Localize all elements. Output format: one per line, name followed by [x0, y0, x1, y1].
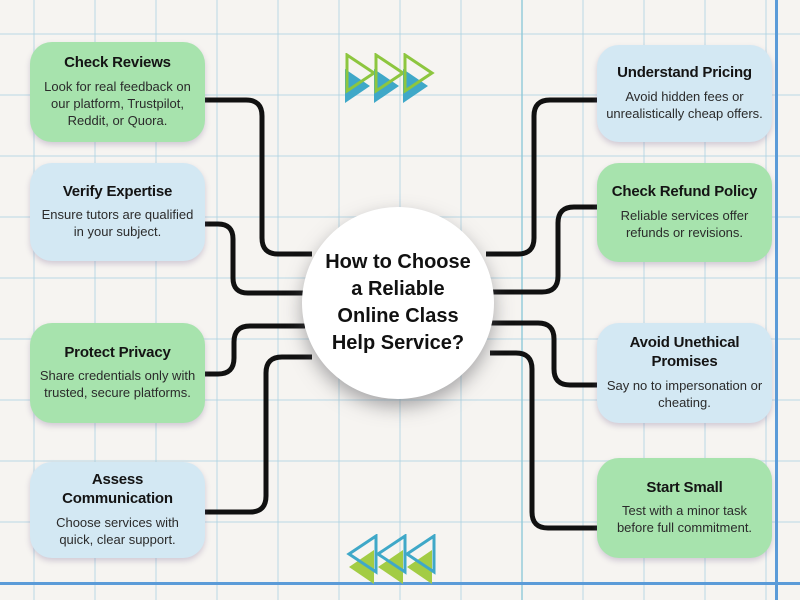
- box-body: Ensure tutors are qualified in your subj…: [41, 207, 194, 240]
- page-title: Online Class: [337, 305, 459, 327]
- box-heading: Assess Communication: [62, 471, 173, 508]
- box-heading: Verify Expertise: [62, 182, 173, 200]
- page-title: a Reliable: [351, 278, 445, 300]
- box-body: Reliable services offer refunds or revis…: [620, 207, 749, 240]
- topic-box-start-small: Start Small Test with a minor task befor…: [597, 458, 772, 558]
- central-topic-circle: How to Choose a Reliable Online Class He…: [302, 207, 494, 399]
- grid-accent-vertical-blue: [775, 0, 778, 600]
- topic-box-check-refund-policy: Check Refund Policy Reliable services of…: [597, 163, 772, 262]
- box-heading: Check Refund Policy: [611, 183, 758, 201]
- fast-forward-triangles-icon: [345, 53, 435, 103]
- connector-check-reviews: [205, 97, 312, 257]
- topic-box-assess-communication: Assess Communication Choose services wit…: [30, 462, 205, 558]
- topic-box-protect-privacy: Protect Privacy Share credentials only w…: [30, 323, 205, 423]
- connector-understand-pricing: [486, 97, 597, 257]
- grid-accent-vertical-teal: [521, 0, 523, 600]
- box-body: Test with a minor task before full commi…: [616, 503, 753, 536]
- grid-accent-horizontal-blue: [0, 582, 800, 585]
- topic-box-understand-pricing: Understand Pricing Avoid hidden fees or …: [597, 45, 772, 142]
- page-title: How to Choose: [325, 251, 471, 273]
- connector-assess-communication: [205, 354, 312, 515]
- box-body: Choose services with quick, clear suppor…: [56, 514, 179, 547]
- connector-avoid-unethical-promises: [488, 320, 597, 388]
- connector-protect-privacy: [205, 323, 305, 377]
- topic-box-check-reviews: Check Reviews Look for real feedback on …: [30, 42, 205, 142]
- topic-box-verify-expertise: Verify Expertise Ensure tutors are quali…: [30, 163, 205, 261]
- connector-start-small: [490, 350, 597, 531]
- box-heading: Protect Privacy: [64, 343, 171, 361]
- connector-verify-expertise: [205, 221, 312, 296]
- box-heading: Start Small: [646, 478, 723, 496]
- connector-check-refund-policy: [488, 204, 597, 295]
- box-body: Say no to impersonation or cheating.: [606, 377, 763, 410]
- box-heading: Check Reviews: [64, 54, 171, 72]
- rewind-triangles-icon: [346, 534, 436, 584]
- box-heading: Avoid Unethical Promises: [629, 334, 740, 371]
- box-body: Look for real feedback on our platform, …: [44, 79, 191, 128]
- topic-box-avoid-unethical-promises: Avoid Unethical Promises Say no to imper…: [597, 323, 772, 423]
- box-body: Share credentials only with trusted, sec…: [39, 368, 196, 401]
- box-body: Avoid hidden fees or unrealistically che…: [606, 88, 763, 121]
- box-heading: Understand Pricing: [617, 64, 752, 82]
- page-title: Help Service?: [331, 332, 465, 354]
